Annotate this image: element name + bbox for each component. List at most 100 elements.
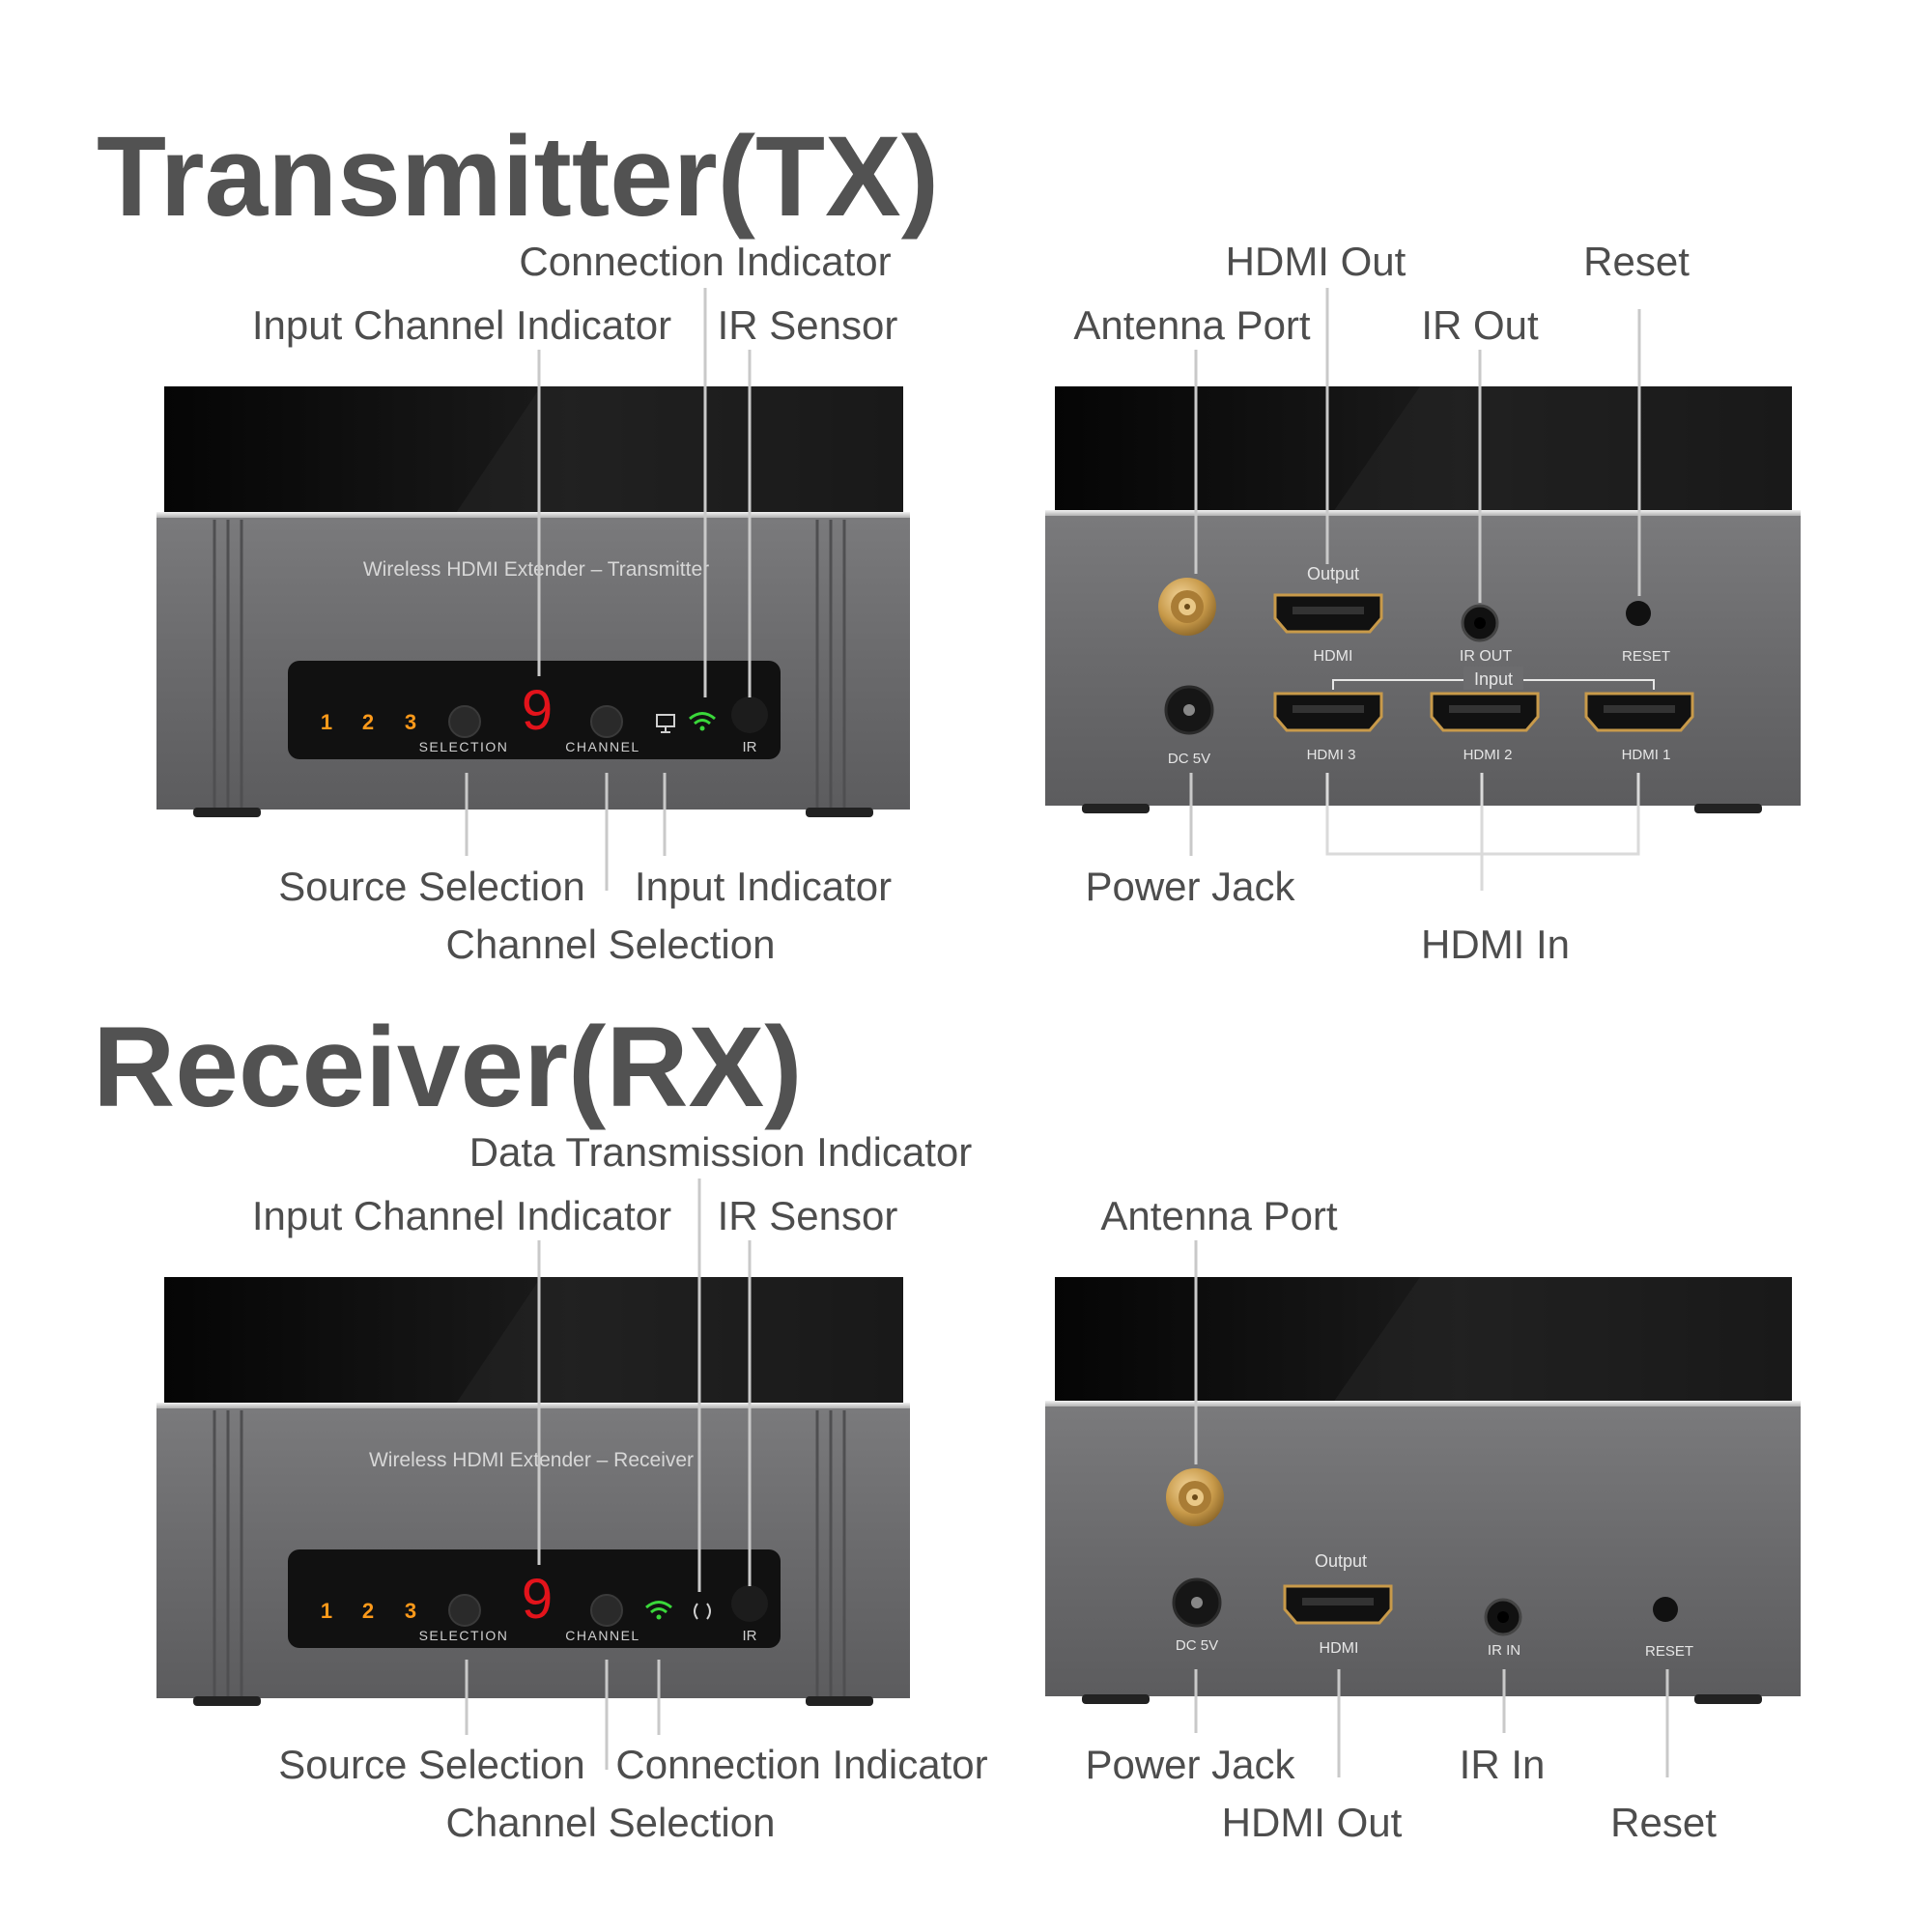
wifi-icon — [645, 1601, 672, 1620]
rx-front-unit: Wireless HDMI Extender – Receiver 1 2 3 … — [156, 1277, 910, 1706]
rx-callout-antenna-port: Antenna Port — [1100, 1193, 1338, 1238]
tx-hdmi-in-3-port — [1273, 692, 1383, 732]
tx-channel-button[interactable] — [590, 705, 623, 738]
tx-back-hdmi-label: HDMI — [1314, 648, 1353, 665]
tx-front-foot-left — [193, 808, 261, 817]
tx-back-foot-right — [1694, 804, 1762, 813]
rx-selection-label: SELECTION — [419, 1628, 509, 1643]
rx-callout-reset: Reset — [1610, 1800, 1717, 1845]
rx-hdmi-out-port — [1283, 1584, 1393, 1625]
rx-callout-source-selection: Source Selection — [278, 1742, 585, 1787]
tx-front-model-text: Wireless HDMI Extender – Transmitter — [363, 558, 709, 581]
rx-channel-button[interactable] — [590, 1594, 623, 1627]
rx-back-unit: DC 5V Output HDMI IR IN RESET — [1045, 1277, 1801, 1704]
rx-ir-label: IR — [743, 1628, 757, 1644]
rx-front-top-reflection — [454, 1277, 903, 1406]
tx-back-hdmi1-label: HDMI 1 — [1622, 747, 1671, 763]
rx-callout-power-jack: Power Jack — [1085, 1742, 1295, 1787]
rx-callout-ir-in: IR In — [1459, 1742, 1546, 1787]
tx-led-1: 1 — [321, 710, 332, 734]
tx-led-2: 2 — [362, 710, 374, 734]
tx-front-unit: Wireless HDMI Extender – Transmitter 1 2… — [156, 386, 910, 817]
tx-callout-hdmi-out: HDMI Out — [1225, 239, 1406, 284]
rx-back-dc-label: DC 5V — [1176, 1637, 1218, 1654]
tx-back-ir-out-label: IR OUT — [1460, 648, 1512, 665]
rx-back-top-reflection — [1333, 1277, 1792, 1403]
tx-back-top-reflection — [1333, 386, 1792, 512]
tx-hdmi-in-2-port — [1430, 692, 1540, 732]
rx-callout-hdmi-out: HDMI Out — [1221, 1800, 1403, 1845]
tx-front-leaders — [465, 288, 752, 891]
rx-front-foot-right — [806, 1696, 873, 1706]
rx-led-3: 3 — [405, 1599, 416, 1623]
tx-callout-input-channel-indicator: Input Channel Indicator — [251, 302, 672, 348]
rx-callout-input-channel-indicator: Input Channel Indicator — [251, 1193, 672, 1238]
tx-selection-button[interactable] — [448, 705, 481, 738]
tx-back-case — [1045, 516, 1801, 806]
rx-callout-connection-indicator: Connection Indicator — [615, 1742, 988, 1787]
tx-back-reset-label: RESET — [1622, 648, 1670, 665]
tx-hdmi-out-port — [1273, 593, 1383, 634]
rx-back-ir-in-label: IR IN — [1488, 1642, 1520, 1659]
tx-callout-channel-selection: Channel Selection — [445, 922, 776, 967]
tx-back-foot-left — [1082, 804, 1150, 813]
rx-reset-button — [1653, 1597, 1678, 1622]
tx-reset-button — [1626, 601, 1651, 626]
sma-antenna-connector — [1166, 1468, 1224, 1526]
rx-channel-label: CHANNEL — [565, 1628, 639, 1643]
rx-front-leaders — [465, 1179, 752, 1770]
tx-selection-label: SELECTION — [419, 739, 509, 754]
rx-front-foot-left — [193, 1696, 261, 1706]
tx-back-output-label: Output — [1307, 564, 1359, 583]
rx-led-2: 2 — [362, 1599, 374, 1623]
tx-back-rim — [1045, 510, 1801, 518]
rx-selection-button[interactable] — [448, 1594, 481, 1627]
rx-channel-digit: 9 — [522, 1568, 553, 1631]
tx-front-rim — [156, 512, 910, 520]
tx-front-foot-right — [806, 808, 873, 817]
tx-front-panel — [288, 661, 781, 759]
tx-callout-connection-indicator: Connection Indicator — [519, 239, 892, 284]
rx-back-rim — [1045, 1401, 1801, 1408]
tx-front-top-reflection — [454, 386, 903, 516]
tx-callout-input-indicator: Input Indicator — [634, 864, 893, 909]
rx-callout-ir-sensor: IR Sensor — [717, 1193, 898, 1238]
receiver-title: Receiver(RX) — [93, 1004, 803, 1131]
tx-callout-power-jack: Power Jack — [1085, 864, 1295, 909]
tx-back-leaders — [1189, 288, 1641, 891]
rx-back-foot-right — [1694, 1694, 1762, 1704]
tx-callout-ir-sensor: IR Sensor — [717, 302, 898, 348]
rx-callout-channel-selection: Channel Selection — [445, 1800, 776, 1845]
rx-back-case — [1045, 1406, 1801, 1696]
tx-callout-hdmi-in: HDMI In — [1420, 922, 1571, 967]
tx-ir-label: IR — [743, 739, 757, 755]
tx-callout-antenna-port: Antenna Port — [1073, 302, 1311, 348]
rx-callout-data-transmission-indicator: Data Transmission Indicator — [469, 1129, 973, 1175]
tx-callout-ir-out: IR Out — [1421, 302, 1539, 348]
tx-channel-digit: 9 — [522, 679, 553, 742]
tx-back-unit: Output HDMI IR OUT RESET Input DC 5V — [1045, 386, 1801, 813]
tx-back-dc-label: DC 5V — [1168, 751, 1210, 767]
tx-led-3: 3 — [405, 710, 416, 734]
tx-ir-sensor — [731, 696, 768, 733]
wifi-icon — [689, 712, 716, 731]
tx-back-hdmi3-label: HDMI 3 — [1307, 747, 1356, 763]
rx-back-foot-left — [1082, 1694, 1150, 1704]
rx-front-panel — [288, 1549, 781, 1648]
data-arrows-icon — [694, 1603, 711, 1620]
tx-channel-label: CHANNEL — [565, 739, 639, 754]
tx-back-hdmi2-label: HDMI 2 — [1463, 747, 1513, 763]
rx-led-1: 1 — [321, 1599, 332, 1623]
sma-antenna-connector — [1158, 578, 1216, 636]
tx-callout-source-selection: Source Selection — [278, 864, 585, 909]
tx-callout-reset: Reset — [1583, 239, 1690, 284]
tx-hdmi-in-1-port — [1584, 692, 1694, 732]
transmitter-title: Transmitter(TX) — [97, 113, 940, 241]
tx-back-input-label: Input — [1474, 669, 1513, 689]
rx-ir-sensor — [731, 1585, 768, 1622]
rx-back-output-label: Output — [1315, 1551, 1367, 1571]
rx-back-reset-label: RESET — [1645, 1643, 1693, 1660]
rx-back-leaders — [1194, 1240, 1669, 1777]
